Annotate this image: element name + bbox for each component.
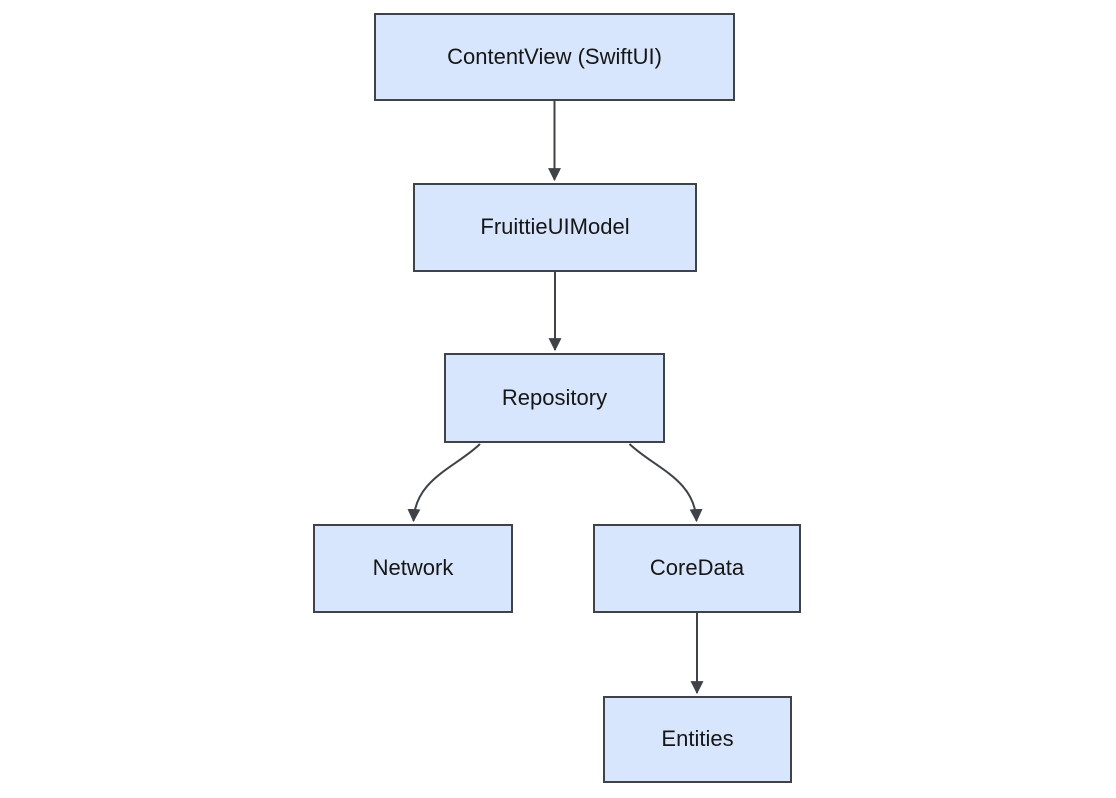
node-entities-label: Entities [661, 726, 734, 752]
edge-repository-to-coredata [628, 443, 703, 523]
node-repository: Repository [444, 353, 665, 443]
node-repository-label: Repository [501, 384, 608, 410]
node-coredata-label: CoreData [649, 555, 745, 581]
node-coredata: CoreData [593, 524, 801, 613]
node-fruittieuimodel-label: FruittieUIModel [480, 214, 630, 240]
node-contentview-label: ContentView (SwiftUI) [447, 43, 662, 69]
node-network-label: Network [372, 555, 454, 581]
node-entities: Entities [603, 696, 792, 783]
edge-repository-to-network [407, 443, 481, 523]
node-contentview: ContentView (SwiftUI) [374, 13, 735, 101]
node-fruittieuimodel: FruittieUIModel [413, 183, 697, 272]
node-network: Network [313, 524, 513, 613]
